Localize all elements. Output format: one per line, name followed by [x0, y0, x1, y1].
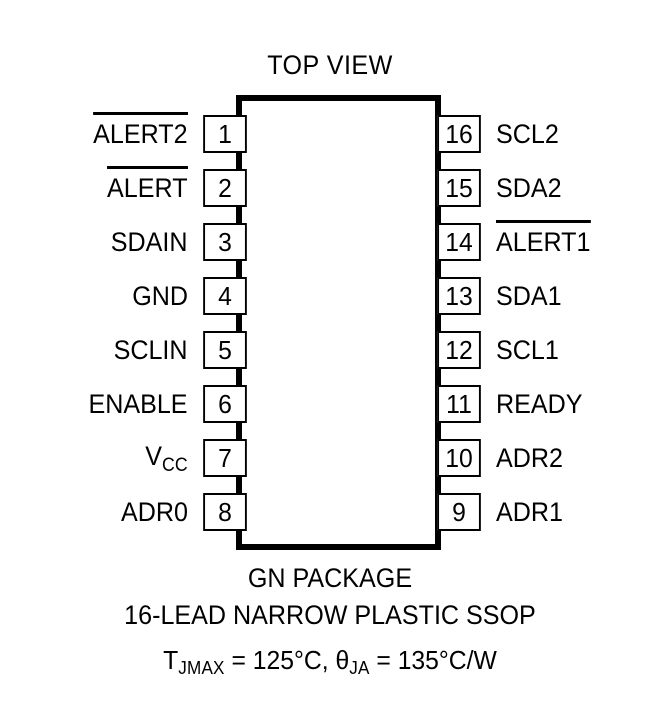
- pin-label: ALERT: [107, 166, 188, 203]
- pin-label-text: SDAIN: [111, 227, 188, 257]
- pin-label: ALERT1: [496, 220, 591, 257]
- pin-row: ADR0 8: [60, 493, 248, 531]
- pin-row: GND 4: [60, 277, 248, 315]
- theta-subscript: JA: [349, 658, 370, 678]
- pin-number-box: 15: [437, 169, 481, 207]
- pin-label-text: READY: [496, 389, 583, 419]
- pin-label: READY: [496, 389, 583, 419]
- pin-label-text: SDA1: [496, 281, 562, 311]
- pin-row: 16 SCL2: [436, 115, 636, 153]
- pin-label-text: ALERT1: [496, 220, 591, 257]
- pin-label: SCL2: [496, 119, 559, 149]
- pin-row: ENABLE 6: [60, 385, 248, 423]
- pin-row: 11 READY: [436, 385, 636, 423]
- pin-label-subscript: CC: [162, 455, 188, 476]
- pin-number-box: 11: [437, 385, 481, 423]
- pin-row: 12 SCL1: [436, 331, 636, 369]
- pin-label-text: SCLIN: [114, 335, 188, 365]
- pin-label: SCLIN: [114, 335, 188, 365]
- pin-number-box: 5: [203, 331, 247, 369]
- pin-row: SCLIN 5: [60, 331, 248, 369]
- pin-number-box: 9: [437, 493, 481, 531]
- pin-row: VCC 7: [60, 439, 248, 477]
- pin-label: ALERT2: [93, 112, 188, 149]
- pin-number-box: 1: [203, 115, 247, 153]
- pin-number-box: 6: [203, 385, 247, 423]
- pin-label: ENABLE: [89, 389, 188, 419]
- pin-row: ALERT 2: [60, 166, 248, 207]
- pin-row: 14 ALERT1: [436, 220, 636, 261]
- pin-number-box: 14: [437, 223, 481, 261]
- theta-symbol: θ: [335, 645, 350, 675]
- pin-label: ADR1: [496, 497, 563, 527]
- top-view-label: TOP VIEW: [267, 50, 393, 80]
- pin-number-box: 4: [203, 277, 247, 315]
- pin-row: 10 ADR2: [436, 439, 636, 477]
- pin-number-box: 7: [203, 439, 247, 477]
- pin-label-text: SCL1: [496, 335, 559, 365]
- pin-number-box: 10: [437, 439, 481, 477]
- pin-label-text: ADR1: [496, 497, 563, 527]
- pin-number-box: 16: [437, 115, 481, 153]
- pin-row: 13 SDA1: [436, 277, 636, 315]
- pin-number-box: 13: [437, 277, 481, 315]
- tjmax-value: = 125°C,: [224, 645, 336, 675]
- pin-label: SDA2: [496, 173, 562, 203]
- pin-label-text: SCL2: [496, 119, 559, 149]
- pin-number-box: 12: [437, 331, 481, 369]
- pin-label: GND: [132, 281, 188, 311]
- pin-label-text: ENABLE: [88, 389, 188, 419]
- pin-label: SDA1: [496, 281, 562, 311]
- pin-label: ADR2: [496, 443, 563, 473]
- pin-row: 15 SDA2: [436, 169, 636, 207]
- pin-label-text: ALERT2: [93, 112, 188, 149]
- pin-label-text: ADR2: [496, 443, 563, 473]
- pin-row: SDAIN 3: [60, 223, 248, 261]
- pin-label-text: SDA2: [496, 173, 562, 203]
- tjmax-subscript: JMAX: [178, 658, 225, 678]
- package-name-caption: GN PACKAGE: [247, 563, 413, 593]
- pin-row: 9 ADR1: [436, 493, 636, 531]
- theta-value: = 135°C/W: [369, 645, 497, 675]
- pin-number-box: 2: [203, 169, 247, 207]
- pin-label: ADR0: [121, 497, 188, 527]
- tjmax-symbol: T: [163, 645, 179, 675]
- pin-label-text: ADR0: [121, 497, 188, 527]
- pin-label: SDAIN: [111, 227, 188, 257]
- pin-number-box: 8: [203, 493, 247, 531]
- pin-label: SCL1: [496, 335, 559, 365]
- pin-row: ALERT2 1: [60, 112, 248, 153]
- package-description-caption: 16-LEAD NARROW PLASTIC SSOP: [124, 600, 536, 630]
- pin-label: VCC: [145, 441, 188, 476]
- pin-label-text: ALERT: [107, 166, 188, 203]
- pin-label-text: GND: [132, 281, 188, 311]
- pin-label-text: V: [145, 441, 163, 471]
- package-body-outline: [236, 95, 441, 550]
- pin-number-box: 3: [203, 223, 247, 261]
- thermal-spec-caption: TJMAX = 125°C, θJA = 135°C/W: [17, 645, 644, 678]
